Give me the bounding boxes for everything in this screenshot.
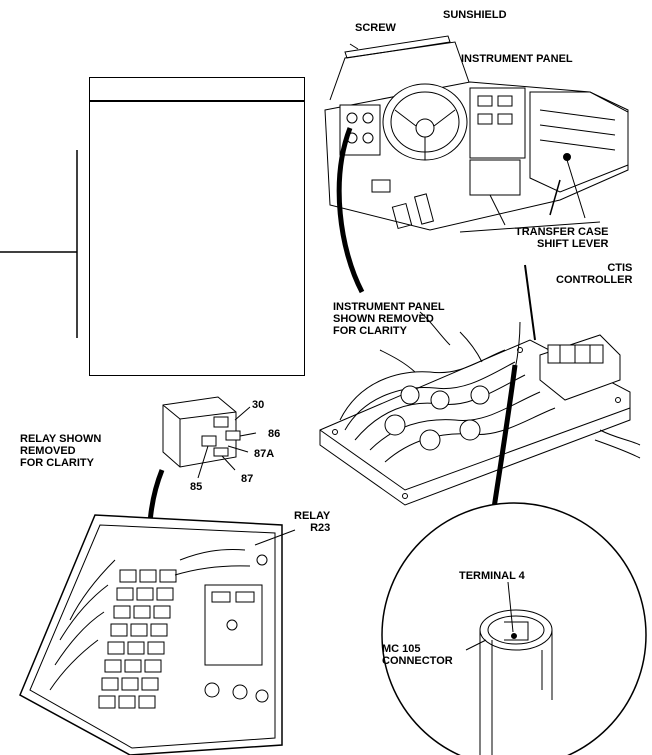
instrument-panel-label: INSTRUMENT PANEL (461, 53, 573, 65)
relay-removed-line2: REMOVED (20, 445, 76, 457)
relay-pin-87: 87 (241, 473, 254, 485)
ctis-controller-label: CTIS CONTROLLER (556, 262, 632, 286)
relay-r23-line2: R23 (310, 522, 331, 534)
blank-table-header-rule (89, 100, 305, 102)
transfer-case-line1: TRANSFER CASE (515, 226, 609, 238)
relay-rows (98, 569, 177, 709)
screw-label: SCREW (355, 22, 396, 34)
relay-pin-85: 85 (190, 481, 203, 493)
sunshield-label: SUNSHIELD (443, 9, 507, 21)
relay-illustration (162, 396, 257, 479)
mc105-connector-label: MC 105 CONNECTOR (382, 643, 453, 667)
connector-line1: MC 105 (382, 643, 421, 655)
relay-r23-line1: RELAY (294, 510, 331, 522)
dashboard-callout-curve (336, 127, 365, 294)
relay-pin-30: 30 (252, 399, 265, 411)
relay-box-illustration (19, 514, 296, 755)
ctis-line2: CONTROLLER (556, 274, 633, 286)
connector-detail-circle (381, 502, 647, 755)
relay-removed-line1: RELAY SHOWN (20, 433, 102, 445)
connector-line2: CONNECTOR (382, 655, 453, 667)
relay-pin-86: 86 (268, 428, 281, 440)
instrument-panel-illustration (319, 264, 641, 506)
transfer-case-label: TRANSFER CASE SHIFT LEVER (515, 226, 609, 250)
left-bracket (0, 150, 78, 338)
relay-removed-label: RELAY SHOWN REMOVED FOR CLARITY (20, 433, 101, 469)
panel-removed-line1: INSTRUMENT PANEL (333, 301, 445, 313)
dashboard-illustration (324, 35, 629, 233)
relay-r23-label: RELAY R23 (294, 510, 330, 534)
terminal-4-label: TERMINAL 4 (459, 570, 525, 582)
relay-pin-87a: 87A (254, 448, 275, 460)
relay-removed-line3: FOR CLARITY (20, 457, 94, 469)
ctis-line1: CTIS (607, 262, 633, 274)
panel-removed-line2: SHOWN REMOVED (333, 313, 434, 325)
transfer-case-line2: SHIFT LEVER (537, 238, 609, 250)
blank-table-box (89, 77, 305, 376)
panel-removed-line3: FOR CLARITY (333, 325, 407, 337)
panel-removed-label: INSTRUMENT PANEL SHOWN REMOVED FOR CLARI… (333, 301, 445, 337)
